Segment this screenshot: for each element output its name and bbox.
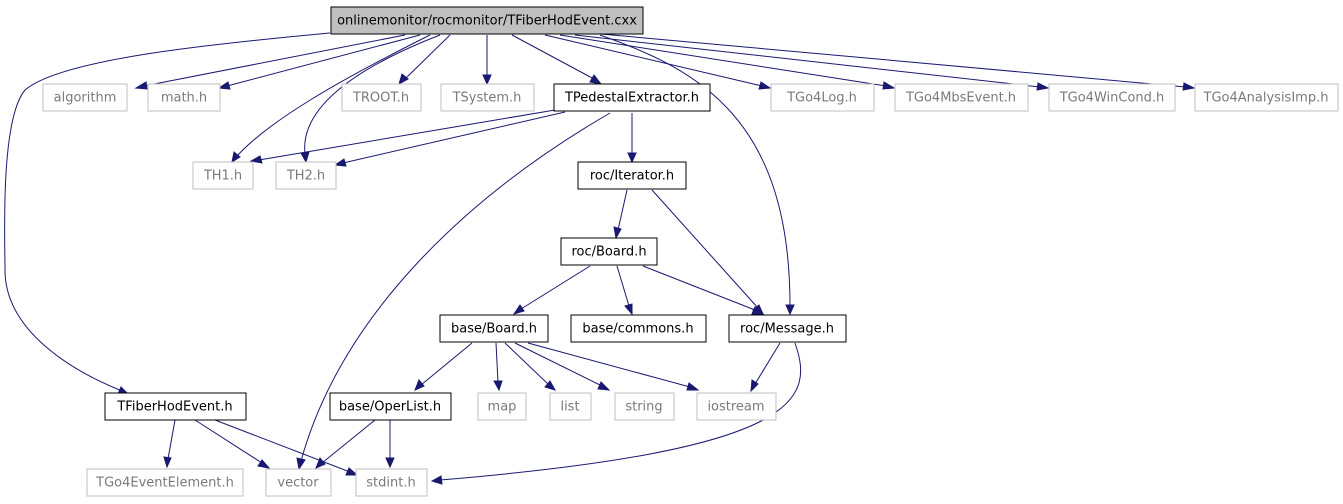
edge-baseboard-iostream	[527, 342, 700, 391]
node-th1-h[interactable]: TH1.h	[192, 161, 254, 190]
node-iostream[interactable]: iostream	[696, 392, 777, 421]
edge-tfiberhodevent-tgo4eventelement	[163, 419, 176, 469]
node-vector-label: vector	[277, 476, 319, 491]
node-base-operlist-h-label: base/OperList.h	[339, 400, 441, 415]
edge-rociterator-rocboard	[613, 189, 628, 240]
edge-tpedestal-vector	[296, 112, 611, 471]
node-string[interactable]: string	[614, 392, 675, 421]
node-base-commons-h-label: base/commons.h	[582, 322, 693, 337]
node-tgo4mbsevent-h-label: TGo4MbsEvent.h	[905, 91, 1016, 106]
node-stdint-h-label: stdint.h	[366, 476, 415, 491]
edge-root-th1	[231, 34, 431, 164]
node-iostream-label: iostream	[707, 400, 764, 415]
edge-root-algorithm	[134, 34, 406, 90]
node-th2-h[interactable]: TH2.h	[275, 161, 337, 190]
node-tgo4wincond-h-label: TGo4WinCond.h	[1059, 91, 1165, 106]
edge-baseboard-baseoperlist	[414, 342, 473, 391]
node-th2-h-label: TH2.h	[286, 169, 325, 184]
node-tgo4analysisimp-h-label: TGo4AnalysisImp.h	[1203, 91, 1329, 106]
node-roc-iterator-h[interactable]: roc/Iterator.h	[577, 161, 687, 190]
node-list[interactable]: list	[549, 392, 592, 421]
node-tpedestalextractor-h-label: TPedestalExtractor.h	[564, 91, 699, 106]
node-algorithm[interactable]: algorithm	[42, 83, 128, 112]
edge-baseoperlist-vector	[315, 419, 376, 469]
edge-root-math	[217, 34, 421, 90]
node-base-commons-h[interactable]: base/commons.h	[570, 314, 707, 343]
edge-tpedestal-th1	[249, 109, 556, 164]
node-tgo4eventelement-h-label: TGo4EventElement.h	[95, 476, 234, 491]
node-root-file[interactable]: onlinemonitor/rocmonitor/TFiberHodEvent.…	[330, 6, 644, 35]
node-troot-h[interactable]: TROOT.h	[341, 83, 422, 112]
edge-root-tsystem	[482, 35, 492, 86]
edge-root-troot	[398, 34, 451, 86]
edge-rocboard-rocmessage	[642, 265, 765, 315]
edge-rocboard-baseboard	[512, 265, 591, 315]
edge-root-tgo4wincond	[574, 34, 1050, 91]
node-tgo4eventelement-h[interactable]: TGo4EventElement.h	[86, 468, 244, 497]
node-tpedestalextractor-h[interactable]: TPedestalExtractor.h	[553, 83, 711, 112]
edge-tpedestal-th2	[333, 111, 566, 167]
node-base-operlist-h[interactable]: base/OperList.h	[329, 392, 452, 421]
edge-rocboard-basecommons	[616, 265, 633, 316]
edge-baseboard-string	[514, 342, 611, 391]
node-tgo4analysisimp-h[interactable]: TGo4AnalysisImp.h	[1194, 83, 1339, 112]
node-base-board-h-label: base/Board.h	[451, 322, 537, 337]
node-root-file-label: onlinemonitor/rocmonitor/TFiberHodEvent.…	[337, 14, 637, 29]
edge-root-tgo4analysisimp	[589, 32, 1196, 91]
edge-root-tgo4log	[544, 34, 772, 90]
node-roc-board-h[interactable]: roc/Board.h	[560, 237, 658, 266]
node-troot-h-label: TROOT.h	[352, 91, 409, 106]
node-list-label: list	[560, 400, 579, 415]
node-tgo4log-h[interactable]: TGo4Log.h	[770, 83, 875, 112]
node-th1-h-label: TH1.h	[203, 169, 242, 184]
node-math-h[interactable]: math.h	[147, 83, 221, 112]
node-tgo4wincond-h[interactable]: TGo4WinCond.h	[1048, 83, 1176, 112]
node-roc-message-h[interactable]: roc/Message.h	[728, 314, 847, 343]
edge-tpedestal-rociterator	[627, 113, 637, 164]
node-base-board-h[interactable]: base/Board.h	[439, 314, 549, 343]
node-map-label: map	[488, 400, 517, 415]
node-math-h-label: math.h	[161, 91, 207, 106]
edge-baseboard-list	[504, 342, 557, 391]
edge-root-tpedestal	[511, 34, 603, 85]
node-roc-message-h-label: roc/Message.h	[740, 322, 834, 337]
node-algorithm-label: algorithm	[54, 91, 117, 106]
node-roc-board-h-label: roc/Board.h	[571, 245, 646, 260]
node-tgo4mbsevent-h[interactable]: TGo4MbsEvent.h	[894, 83, 1029, 112]
node-tfiberhodevent-h[interactable]: TFiberHodEvent.h	[104, 392, 247, 421]
edge-baseoperlist-stdint	[385, 420, 395, 469]
node-tsystem-h[interactable]: TSystem.h	[440, 83, 535, 112]
node-string-label: string	[625, 400, 662, 415]
edge-rociterator-rocmessage	[651, 189, 764, 315]
node-tfiberhodevent-h-label: TFiberHodEvent.h	[116, 400, 232, 415]
node-map[interactable]: map	[477, 392, 527, 421]
node-vector[interactable]: vector	[265, 468, 332, 497]
edge-tfiberhodevent-vector	[194, 419, 271, 469]
node-tsystem-h-label: TSystem.h	[452, 91, 522, 106]
edge-root-rocmessage	[599, 34, 795, 316]
node-tgo4log-h-label: TGo4Log.h	[786, 91, 857, 106]
edge-rocmessage-stdint	[430, 342, 802, 485]
node-stdint-h[interactable]: stdint.h	[355, 468, 428, 497]
node-roc-iterator-h-label: roc/Iterator.h	[590, 169, 674, 184]
edge-rocmessage-iostream	[750, 342, 781, 393]
edge-baseboard-map	[493, 342, 503, 392]
edge-root-tgo4mbs	[559, 34, 896, 90]
edge-tfiberhodevent-stdint	[214, 419, 359, 476]
